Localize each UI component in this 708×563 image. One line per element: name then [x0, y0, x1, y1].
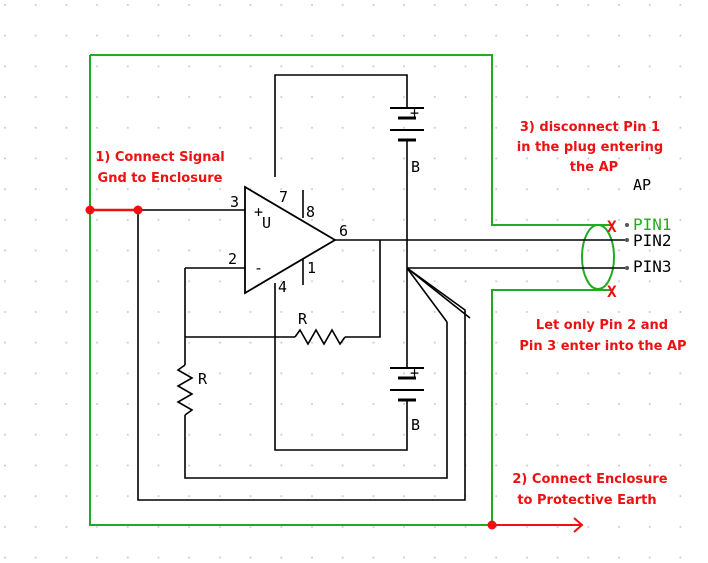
battery-bottom-label: B: [411, 416, 420, 434]
opamp: [244, 185, 337, 295]
note-line1: Let only Pin 2 and: [536, 318, 668, 333]
step2-line2: to Protective Earth: [517, 493, 656, 508]
opamp-pin1: 1: [307, 259, 316, 277]
resistor-feedback: [294, 328, 346, 346]
pin3-label: PIN3: [633, 257, 672, 276]
connector-title: AP: [633, 176, 651, 194]
signal-gnd-junction: [133, 205, 143, 215]
disconnect-x-shield: X: [607, 282, 617, 301]
battery-bottom-plus: +: [410, 364, 419, 382]
pin1-label: PIN1: [633, 215, 672, 234]
ground-fan-3: [406, 267, 471, 319]
connector-pin-dots: [625, 223, 629, 270]
disconnect-x-pin1: X: [607, 217, 617, 236]
note-line2: Pin 3 enter into the AP: [519, 339, 686, 354]
battery-top: [390, 107, 424, 150]
red-connections: [85, 205, 584, 533]
opamp-name: U: [262, 214, 271, 232]
battery-top-plus: +: [410, 104, 419, 122]
earth-arrow-icon: [573, 517, 584, 533]
step3-line3: the AP: [570, 160, 618, 175]
opamp-pin2: 2: [228, 250, 237, 268]
cable-shield-ellipse: [581, 224, 615, 290]
pin3-dot: [625, 266, 629, 270]
wire-top-supply: [274, 74, 408, 177]
opamp-minus: -: [254, 259, 263, 277]
step3-line2: in the plug entering: [517, 140, 663, 155]
ground-fan-1: [406, 267, 448, 323]
step3-line1: 3) disconnect Pin 1: [520, 120, 660, 135]
wire-feedback-right: [345, 240, 381, 338]
pin1-dot: [625, 223, 629, 227]
resistor-feedback-label: R: [298, 310, 308, 328]
step1-line2: Gnd to Enclosure: [98, 171, 223, 186]
enclosure-top-wire: [90, 54, 612, 226]
battery-top-label: B: [411, 158, 420, 176]
step2-line1: 2) Connect Enclosure: [512, 472, 667, 487]
opamp-pin4: 4: [278, 278, 287, 296]
opamp-pin3: 3: [230, 193, 239, 211]
opamp-pin7: 7: [279, 188, 288, 206]
battery-bottom: [390, 367, 424, 410]
pin2-dot: [625, 238, 629, 242]
step1-line1: 1) Connect Signal: [95, 150, 224, 165]
resistor-ground: [176, 364, 194, 416]
opamp-pin8: 8: [306, 203, 315, 221]
pin2-label: PIN2: [633, 231, 672, 250]
enclosure-junction: [85, 205, 95, 215]
circuit-wiring: [137, 74, 625, 501]
ground-fan-2: [137, 210, 466, 501]
opamp-triangle: [244, 185, 337, 295]
resistor-ground-label: R: [198, 370, 208, 388]
opamp-pin6: 6: [339, 222, 348, 240]
opamp-plus: +: [254, 203, 263, 221]
wire-left-lower: [184, 322, 448, 479]
wire-bottom-supply: [274, 283, 408, 451]
labels: 1) Connect Signal Gnd to Enclosure 2) Co…: [95, 104, 686, 508]
